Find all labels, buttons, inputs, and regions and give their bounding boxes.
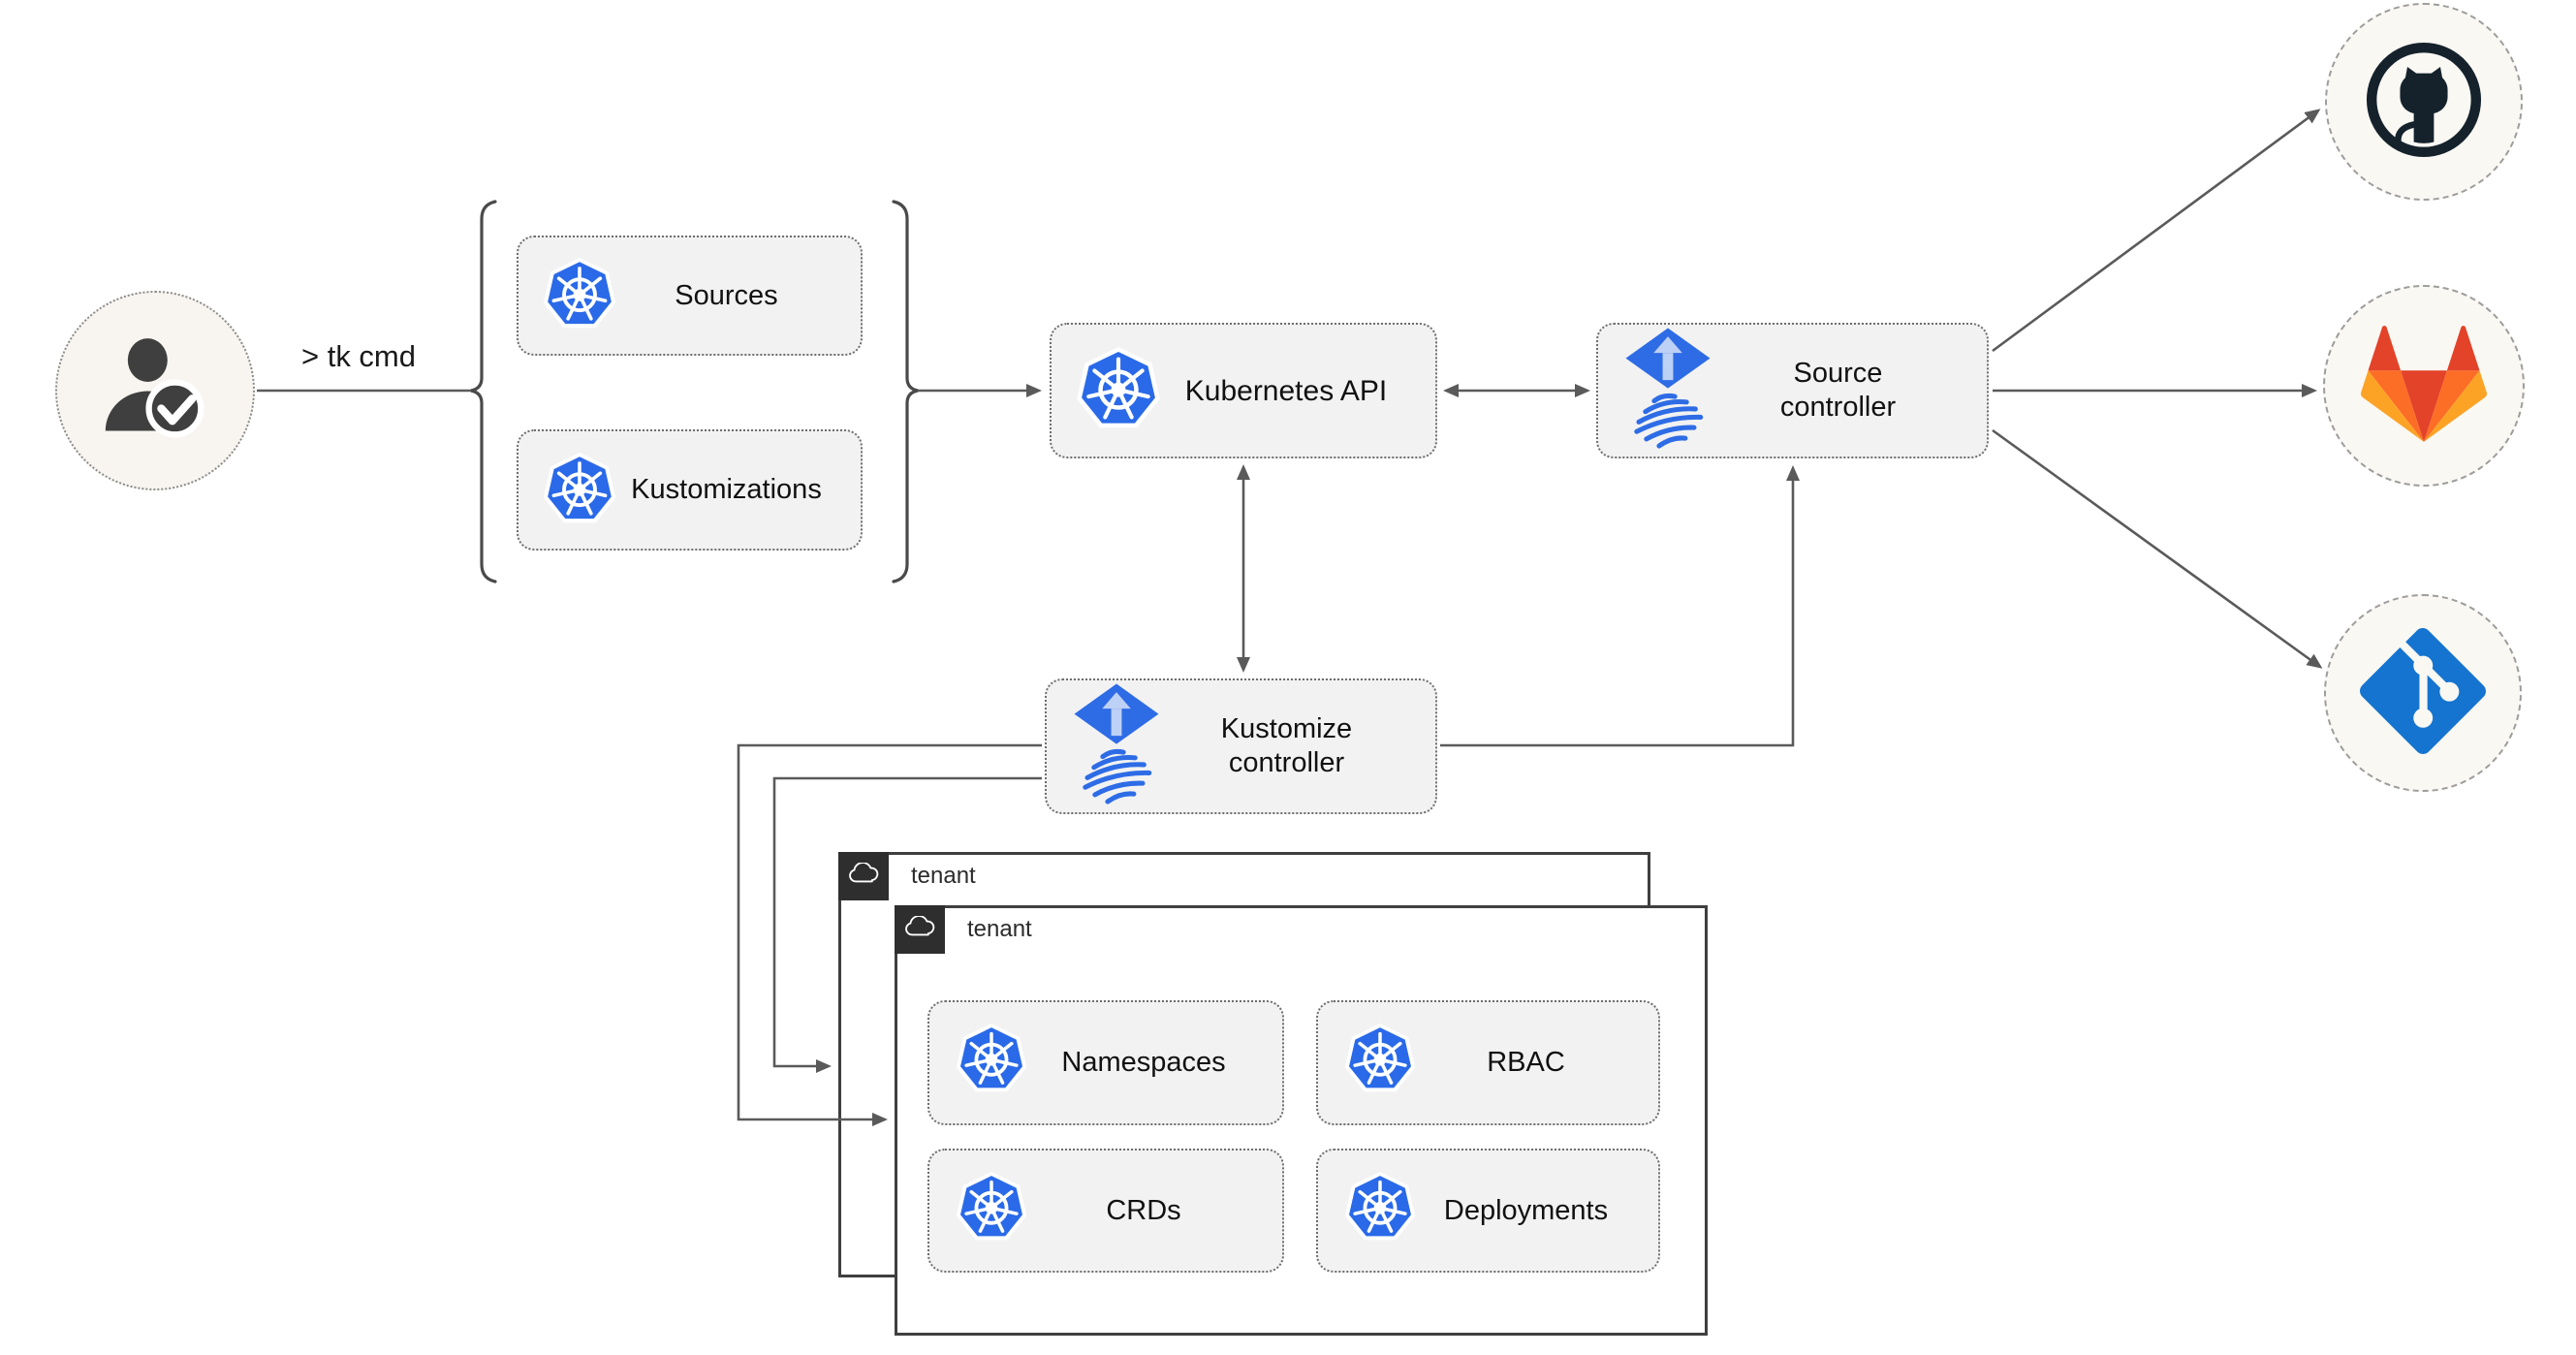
kustomizations-node: Kustomizations — [517, 429, 863, 551]
github-provider-circle — [2325, 3, 2523, 201]
kubernetes-icon — [542, 256, 617, 335]
source-controller-node: Source controller — [1596, 323, 1989, 458]
kustomize-controller-node: Kustomize controller — [1045, 678, 1437, 814]
namespaces-label: Namespaces — [1061, 1047, 1226, 1078]
tenant-box-front: tenant Namespaces RBAC CRDs Deployments — [895, 905, 1708, 1336]
rbac-label: RBAC — [1487, 1047, 1565, 1078]
right-brace — [892, 200, 919, 583]
kubernetes-api-node: Kubernetes API — [1050, 323, 1437, 458]
git-provider-circle — [2324, 594, 2522, 792]
kubernetes-icon — [1075, 345, 1162, 436]
tenant-label: tenant — [967, 916, 1032, 942]
sources-node: Sources — [517, 236, 863, 356]
kubernetes-icon — [1343, 1170, 1417, 1252]
namespaces-node: Namespaces — [927, 1000, 1284, 1125]
cli-command-label: > tk cmd — [300, 339, 416, 373]
kustomizations-label: Kustomizations — [631, 474, 822, 505]
edge-source-git — [1992, 428, 2323, 669]
crds-label: CRDs — [1106, 1194, 1181, 1226]
github-icon — [2358, 34, 2490, 171]
sources-label: Sources — [675, 279, 778, 311]
kubernetes-icon — [955, 1170, 1028, 1252]
user-circle — [55, 291, 255, 490]
source-controller-label: Source controller — [1779, 358, 1897, 423]
edge-kustomize-source — [1440, 465, 1800, 747]
cloud-icon — [847, 863, 880, 891]
flux-icon — [1070, 682, 1163, 810]
tenant-tab — [838, 852, 889, 900]
git-icon — [2360, 628, 2486, 759]
left-brace — [470, 200, 497, 583]
tenant-label: tenant — [911, 863, 976, 889]
edge-source-github — [1992, 109, 2321, 353]
flux-icon — [1621, 327, 1714, 455]
cloud-icon — [903, 916, 936, 944]
user-check-icon — [93, 327, 217, 456]
crds-node: CRDs — [927, 1149, 1284, 1273]
kubernetes-api-label: Kubernetes API — [1184, 374, 1388, 407]
kubernetes-icon — [955, 1022, 1028, 1104]
kubernetes-icon — [1343, 1022, 1417, 1104]
kustomize-controller-label: Kustomize controller — [1220, 713, 1353, 778]
gitlab-icon — [2361, 321, 2487, 452]
kubernetes-icon — [542, 451, 617, 530]
tenant-tab — [895, 905, 945, 954]
gitlab-provider-circle — [2323, 285, 2525, 487]
deployments-node: Deployments — [1316, 1149, 1660, 1273]
rbac-node: RBAC — [1316, 1000, 1660, 1125]
deployments-label: Deployments — [1443, 1194, 1609, 1226]
